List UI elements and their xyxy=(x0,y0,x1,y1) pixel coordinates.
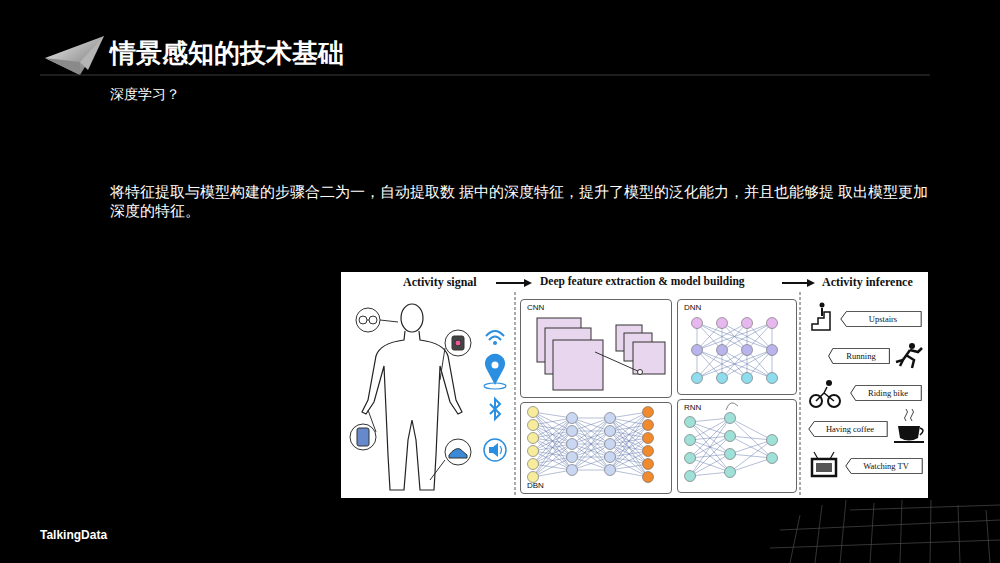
title-text: 情景感知的技术基础 xyxy=(110,38,344,68)
node-text: DBN xyxy=(527,481,544,490)
activity-tag: Upstairs xyxy=(840,311,922,327)
label-text: Deep feature extraction & model building xyxy=(540,275,745,287)
model-panel: DBN xyxy=(520,402,672,494)
activity-tag: Running xyxy=(828,348,890,364)
title-rule xyxy=(40,75,930,76)
signal-icons xyxy=(484,331,506,461)
node-text: Running xyxy=(846,351,875,361)
activity-tag: Having coffee xyxy=(808,421,888,437)
activity-icons xyxy=(810,303,924,477)
column-dividers xyxy=(515,292,800,496)
model-panel: DNN xyxy=(677,299,797,395)
figure-panel xyxy=(341,272,928,498)
column-header: Activity signal xyxy=(403,275,477,290)
label-text: 深度学习？ xyxy=(110,86,180,102)
node-text: Riding bike xyxy=(868,388,908,398)
decor-lines xyxy=(770,500,1000,563)
column-header: Activity inference xyxy=(822,275,913,290)
node-text: DNN xyxy=(684,303,701,312)
cnn-feature-maps xyxy=(537,318,665,390)
brand-mark: TalkingData xyxy=(40,528,107,542)
logo xyxy=(45,36,104,75)
subtitle: 深度学习？ xyxy=(110,86,180,104)
node-text: Watching TV xyxy=(863,461,909,471)
slide-title: 情景感知的技术基础 xyxy=(110,36,344,71)
wearable-icons xyxy=(350,308,471,480)
body-text: 将特征提取与模型构建的步骤合二为一，自动提取数 据中的深度特征，提升了模型的泛化… xyxy=(110,183,930,221)
label-text: Activity signal xyxy=(403,275,477,289)
model-panel: RNN xyxy=(677,399,797,493)
column-header: Deep feature extraction & model building xyxy=(540,275,745,287)
activity-tag: Riding bike xyxy=(850,385,922,401)
node-text: Having coffee xyxy=(826,424,874,434)
node-text: RNN xyxy=(684,403,701,412)
label-text: Activity inference xyxy=(822,275,913,289)
activity-tag: Watching TV xyxy=(845,458,923,474)
network-drawings xyxy=(528,318,778,483)
label-text: 将特征提取与模型构建的步骤合二为一，自动提取数 据中的深度特征，提升了模型的泛化… xyxy=(110,183,928,219)
node-text: CNN xyxy=(527,303,544,312)
label-text: TalkingData xyxy=(40,528,107,542)
node-text: Upstairs xyxy=(869,314,897,324)
human-figure xyxy=(362,304,462,490)
model-panel: CNN xyxy=(520,299,672,398)
